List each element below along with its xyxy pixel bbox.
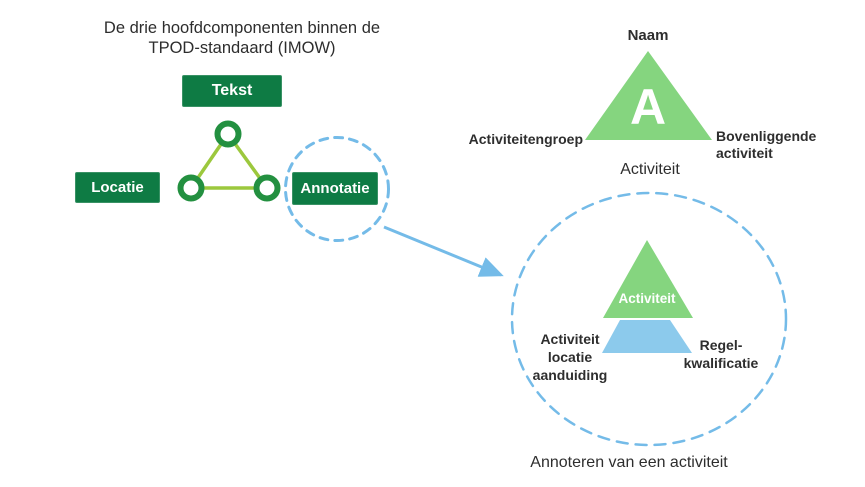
locatie-box: Locatie (75, 172, 160, 203)
locatie-box-label: Locatie (91, 179, 144, 196)
annotatie-highlight-circle (284, 136, 390, 242)
activity-triangle-shape (585, 51, 712, 140)
activity-top-label: Naam (627, 27, 669, 44)
detail-right-label: Regel-kwalificatie (683, 337, 759, 371)
diagram-title-line2: TPOD-standaard (IMOW) (148, 39, 336, 57)
detail-caption: Annoteren van een activiteit (530, 454, 728, 471)
connector-node-tekst (214, 120, 242, 148)
connector-node-annotatie (253, 174, 281, 202)
annotatie-box: Annotatie (292, 172, 378, 205)
detail-triangle-label: Activiteit (618, 291, 676, 306)
detail-activity-triangle-shape (603, 240, 693, 318)
annotatie-box-label: Annotatie (300, 180, 370, 197)
diagram-title-line1: De drie hoofdcomponenten binnen de (103, 19, 381, 37)
activity-right-label: Bovenliggende activiteit (716, 128, 817, 161)
zoom-arrow (383, 225, 504, 277)
component-connector-triangle (177, 120, 281, 202)
connector-node-locatie (177, 174, 205, 202)
tekst-box-label: Tekst (211, 82, 253, 99)
activity-caption: Activiteit (620, 161, 680, 178)
activity-letter: A (629, 79, 667, 135)
activity-left-label: Activiteitengroep (468, 131, 583, 147)
detail-left-label: Activiteit locatie aanduiding (532, 331, 608, 383)
annotation-detail-circle (510, 191, 788, 447)
tekst-box: Tekst (182, 75, 282, 107)
diagram-title: De drie hoofdcomponenten binnen de TPOD-… (52, 18, 432, 58)
detail-base-trapezoid (602, 320, 692, 353)
